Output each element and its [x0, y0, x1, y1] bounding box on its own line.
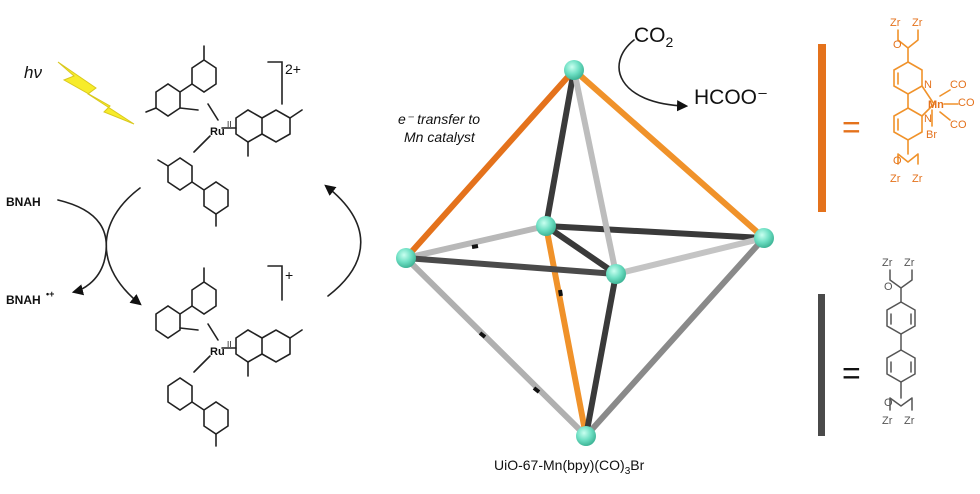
- svg-text:O: O: [884, 397, 893, 409]
- et-line2: Mn catalyst: [404, 129, 476, 145]
- ru-top-symbol: Ru: [210, 126, 225, 138]
- svg-text:CO: CO: [958, 97, 975, 109]
- ru-bottom-ox: II: [227, 340, 231, 349]
- rod-front-right: [613, 235, 767, 277]
- light-label: hν: [24, 63, 42, 82]
- ru-top-ox: II: [227, 120, 231, 129]
- zr-node-back: [536, 216, 556, 236]
- rod-right-bottom: [583, 235, 767, 439]
- rod-top-front: [571, 67, 619, 277]
- zr-node-bottom: [576, 426, 596, 446]
- rod-back-bottom: [543, 223, 589, 439]
- charge-bracket-top: [267, 61, 283, 105]
- rod-left-top: [403, 67, 577, 261]
- ru-complex-bottom: [155, 267, 303, 447]
- rod-top-right: [571, 67, 767, 241]
- biphenyl-linker-structure: [886, 269, 916, 411]
- light-bolt-icon: [57, 61, 135, 125]
- svg-text:O: O: [893, 155, 902, 167]
- mof-octahedron: [396, 60, 774, 446]
- legend-gray-bar: [818, 294, 825, 436]
- co2-label: CO2: [634, 24, 674, 50]
- charge-bracket-bottom: [267, 265, 283, 301]
- svg-text:N: N: [924, 113, 932, 125]
- svg-text:Zr: Zr: [904, 257, 915, 269]
- rod-back-center: [543, 223, 619, 277]
- svg-text:O: O: [893, 39, 902, 51]
- svg-text:Zr: Zr: [912, 17, 923, 29]
- zr-node-right: [754, 228, 774, 248]
- rod-back-right: [543, 223, 767, 241]
- legend-orange-bar: [818, 44, 826, 212]
- zr-node-top: [564, 60, 584, 80]
- svg-text:Zr: Zr: [890, 173, 901, 185]
- zr-node-left: [396, 248, 416, 268]
- oxidation-arrow: [324, 184, 362, 297]
- bnah-label: BNAH: [6, 195, 41, 209]
- svg-text:Zr: Zr: [904, 415, 915, 427]
- rod-front-bottom: [583, 271, 619, 439]
- et-line1: e⁻ transfer to: [398, 111, 480, 127]
- svg-text:Zr: Zr: [912, 173, 923, 185]
- svg-text:Zr: Zr: [882, 257, 893, 269]
- bnah-ox-label: BNAH: [6, 293, 41, 307]
- formate-label: HCOO⁻: [694, 86, 768, 109]
- svg-text:Br: Br: [926, 129, 937, 141]
- bnah-arrow: [57, 199, 108, 296]
- mof-label: UiO-67-Mn(bpy)(CO)3Br: [494, 457, 645, 477]
- legend-gray-equals: =: [842, 355, 861, 391]
- reduction-arrow: [105, 187, 142, 306]
- mn-bpy-linker-labels: Zr Zr O N N Mn CO CO CO Br O Zr Zr: [890, 17, 975, 185]
- rod-back-top: [543, 67, 577, 229]
- co2-reduction-arrow: [618, 39, 689, 112]
- ru-bottom-symbol: Ru: [210, 346, 225, 358]
- svg-text:N: N: [924, 79, 932, 91]
- bnah-ox-charge: •+: [46, 289, 54, 299]
- svg-text:Zr: Zr: [890, 17, 901, 29]
- charge-bottom: +: [285, 267, 293, 283]
- zr-node-front: [606, 264, 626, 284]
- svg-text:Mn: Mn: [928, 99, 944, 111]
- biphenyl-linker-labels: Zr Zr O O Zr Zr: [882, 257, 915, 427]
- svg-text:Zr: Zr: [882, 415, 893, 427]
- rod-left-front: [403, 255, 619, 277]
- ru-complex-top: [145, 45, 303, 227]
- svg-text:CO: CO: [950, 119, 967, 131]
- legend-orange-equals: =: [842, 109, 861, 145]
- svg-text:CO: CO: [950, 79, 967, 91]
- rod-left-bottom: [403, 255, 589, 439]
- charge-top: 2+: [285, 61, 301, 77]
- svg-text:O: O: [884, 281, 893, 293]
- mn-bpy-linker-structure: [893, 29, 959, 165]
- rod-back-left: [403, 223, 549, 261]
